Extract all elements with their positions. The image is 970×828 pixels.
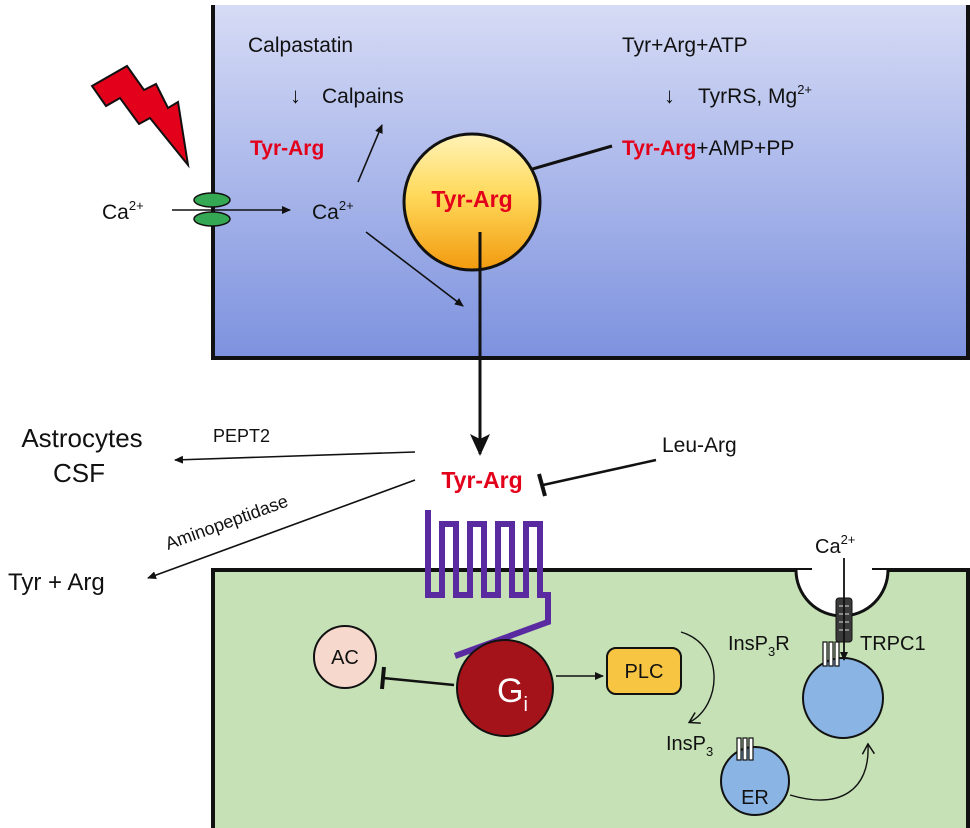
insp3-label: InsP3	[666, 733, 713, 759]
released-tyr-arg-label: Tyr-Arg	[441, 467, 522, 493]
presynaptic-terminal	[211, 5, 970, 360]
tyr-arg-vesicle	[402, 132, 542, 272]
lightning-bolt-icon	[90, 64, 190, 169]
store-insp3-receptor-icon	[822, 641, 840, 667]
plc-to-insp3-arrow	[680, 631, 715, 724]
ca-outside-label: Ca2+	[102, 198, 144, 224]
substrates-label: Tyr+Arg+ATP	[622, 34, 748, 57]
gi-protein	[456, 639, 554, 737]
ac-node	[313, 625, 377, 689]
pept2-arrow	[174, 451, 416, 464]
pept2-label: PEPT2	[213, 426, 270, 446]
aminopeptidase-arrow	[147, 479, 416, 579]
calpastatin-label: Calpastatin	[248, 34, 353, 57]
insp3r-label: InsP3R	[728, 633, 790, 659]
plc-node	[606, 647, 682, 695]
trpc1-label: TRPC1	[860, 633, 926, 655]
tyr-arg-left-label: Tyr-Arg	[250, 137, 324, 160]
down-arrow-tyrrs: ↓	[664, 83, 675, 108]
astrocytes-label: Astrocytes	[21, 423, 142, 453]
ac-label: AC	[331, 647, 359, 669]
aminopeptidase-label: Aminopeptidase	[163, 491, 291, 554]
gi-label: Gi	[497, 672, 528, 716]
vesicle-label: Tyr-Arg	[431, 186, 512, 212]
leu-arg-inhibition	[537, 458, 657, 497]
er-to-store-arrow	[789, 742, 876, 801]
ca-to-calpains-arrow	[357, 124, 383, 183]
gi-inhibits-ac	[380, 666, 455, 690]
er-insp3-receptor-icon	[736, 737, 754, 761]
csf-label: CSF	[53, 458, 105, 488]
calpains-label: Calpains	[322, 85, 404, 108]
calcium-store	[802, 657, 884, 739]
down-arrow-calpains: ↓	[290, 83, 301, 108]
ion-channel-icon	[193, 192, 231, 227]
seven-transmembrane-receptor-icon	[425, 510, 551, 659]
ca-to-release-arrow	[365, 231, 464, 307]
product-label: Tyr-Arg+AMP+PP	[622, 137, 794, 160]
er-label: ER	[741, 787, 769, 809]
leu-arg-label: Leu-Arg	[662, 434, 737, 457]
er-organelle	[720, 746, 790, 816]
ca-inside-label: Ca2+	[312, 198, 354, 224]
tyrrs-mg-label: TyrRS, Mg2+	[698, 82, 812, 108]
ca-ext-label: Ca2+	[815, 532, 855, 558]
plc-label: PLC	[625, 661, 664, 683]
tyr-plus-arg-label: Tyr + Arg	[8, 569, 105, 596]
